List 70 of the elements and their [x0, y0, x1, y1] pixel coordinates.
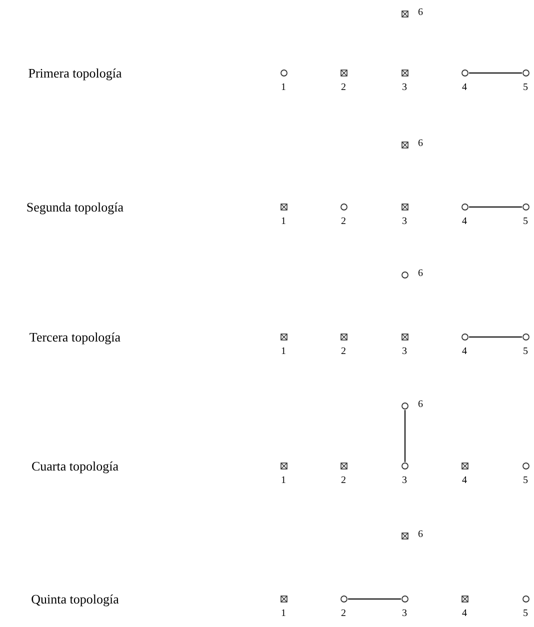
crossed-square-node [401, 203, 409, 211]
topology-label: Tercera topología [29, 330, 121, 344]
crossed-square-node [280, 333, 288, 341]
crossed-square-node [280, 595, 288, 603]
node-number: 1 [281, 347, 286, 357]
topology-label: Quinta topología [31, 592, 119, 606]
node-number: 2 [341, 83, 346, 93]
node-number: 3 [402, 217, 407, 227]
open-circle-node [522, 462, 530, 470]
open-circle-node [522, 595, 530, 603]
topology-label: Segunda topología [26, 200, 124, 214]
node-number: 1 [281, 83, 286, 93]
open-circle-node [401, 402, 409, 410]
crossed-square-node [401, 10, 409, 18]
open-circle-node [401, 462, 409, 470]
open-circle-node [280, 69, 288, 77]
crossed-square-node [280, 203, 288, 211]
open-circle-node [461, 333, 469, 341]
connecting-line [469, 206, 522, 208]
connecting-line [469, 336, 522, 338]
open-circle-node [522, 333, 530, 341]
open-circle-node [461, 203, 469, 211]
node-number: 2 [341, 347, 346, 357]
node-number: 4 [462, 83, 467, 93]
node-number: 5 [523, 217, 528, 227]
node-number: 2 [341, 476, 346, 486]
open-circle-node [522, 69, 530, 77]
topology-label: Cuarta topología [32, 460, 118, 472]
node-number: 4 [462, 217, 467, 227]
node-number: 3 [402, 609, 407, 619]
crossed-square-node [401, 532, 409, 540]
crossed-square-node [461, 595, 469, 603]
crossed-square-node [340, 462, 348, 470]
open-circle-node [340, 203, 348, 211]
node-number: 6 [418, 8, 423, 18]
crossed-square-node [340, 69, 348, 77]
node-number: 6 [418, 139, 423, 149]
node-number: 1 [281, 476, 286, 486]
node-number: 5 [523, 347, 528, 357]
node-number: 5 [523, 609, 528, 619]
open-circle-node [522, 203, 530, 211]
node-number: 1 [281, 217, 286, 227]
crossed-square-node [401, 333, 409, 341]
node-number: 1 [281, 609, 286, 619]
node-number: 2 [341, 217, 346, 227]
node-number: 6 [418, 400, 423, 410]
node-number: 5 [523, 476, 528, 486]
open-circle-node [461, 69, 469, 77]
connecting-line [348, 598, 401, 600]
topology-label: Primera topología [28, 66, 122, 80]
node-number: 3 [402, 476, 407, 486]
connecting-line [404, 410, 406, 462]
crossed-square-node [340, 333, 348, 341]
connecting-line [469, 72, 522, 74]
crossed-square-node [401, 69, 409, 77]
node-number: 5 [523, 83, 528, 93]
open-circle-node [401, 595, 409, 603]
crossed-square-node [461, 462, 469, 470]
node-number: 4 [462, 476, 467, 486]
open-circle-node [340, 595, 348, 603]
node-number: 4 [462, 347, 467, 357]
node-number: 6 [418, 269, 423, 279]
node-number: 3 [402, 347, 407, 357]
node-number: 6 [418, 530, 423, 540]
crossed-square-node [401, 141, 409, 149]
open-circle-node [401, 271, 409, 279]
crossed-square-node [280, 462, 288, 470]
node-number: 4 [462, 609, 467, 619]
node-number: 3 [402, 83, 407, 93]
node-number: 2 [341, 609, 346, 619]
